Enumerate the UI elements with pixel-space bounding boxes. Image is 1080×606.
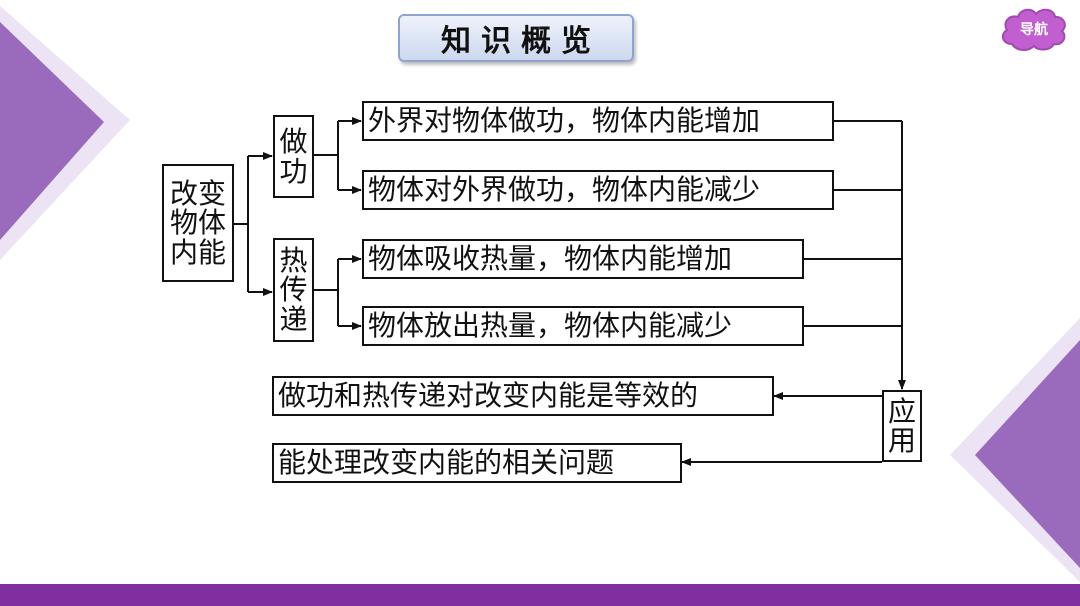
work-increase-box: 外界对物体做功，物体内能增加 [362,101,834,141]
work-branch-line-1: 做 [279,125,308,159]
cloud-icon [1001,8,1066,51]
page-title: 知识概览 [398,14,634,62]
root-line-1: 改变 [169,176,226,210]
nav-button[interactable]: 导航 [998,4,1070,54]
bottom-bar [0,584,1080,606]
heat-release-box: 物体放出热量，物体内能减少 [362,306,804,346]
apply-line-1: 应 [887,394,916,428]
root-line-3: 内能 [169,235,226,269]
work-branch-line-2: 功 [279,154,308,188]
equivalence-box: 做功和热传递对改变内能是等效的 [272,376,774,416]
left-triangle [0,22,104,240]
root-line-2: 物体 [169,206,226,240]
application-box: 能处理改变内能的相关问题 [272,443,682,483]
heat-branch-line-3: 递 [279,302,308,336]
nav-label: 导航 [1020,22,1048,38]
right-triangle [975,340,1080,568]
work-branch-box: 做 功 [273,115,314,198]
heat-absorb-box: 物体吸收热量，物体内能增加 [362,239,804,279]
heat-branch-line-1: 热 [279,243,308,277]
root-box: 改变 物体 内能 [162,164,234,282]
apply-line-2: 用 [887,424,916,457]
heat-branch-box: 热 传 递 [273,238,314,342]
heat-branch-line-2: 传 [279,273,308,307]
work-decrease-box: 物体对外界做功，物体内能减少 [362,170,834,210]
apply-box: 应 用 [882,390,922,462]
